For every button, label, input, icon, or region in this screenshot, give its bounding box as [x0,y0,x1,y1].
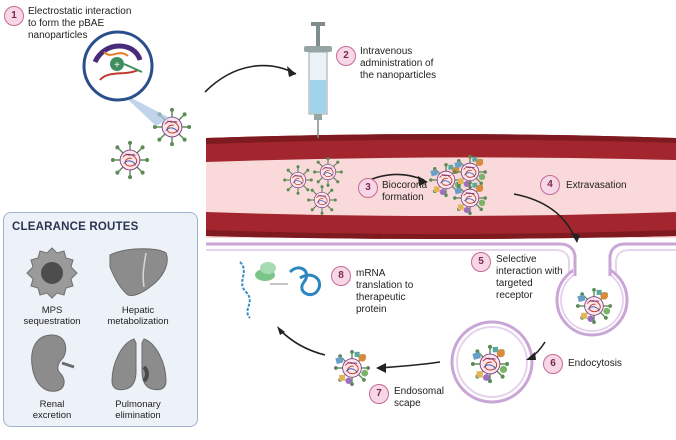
step-badge-5: 5 [471,252,491,272]
step-5-line: Selective [496,254,537,265]
step-label-7: Endosomal scape [394,386,444,410]
organ-label-line: excretion [32,410,72,421]
step-1-line: Electrostatic interaction [28,6,132,17]
step-8-line: protein [356,304,387,315]
kidney-icon [31,334,75,392]
step-2-line: the nanoparticles [360,70,437,81]
step-5-line: receptor [496,290,533,301]
step-8-line: translation to [356,280,414,291]
step-label-5: Selective interaction with targeted rece… [496,254,563,302]
step-badge-6: 6 [543,354,563,374]
mrna-translation [239,261,321,319]
organ-label-line: Hepatic [121,305,155,316]
organ-label-hepatic: Hepatic metabolization [98,305,178,327]
clearance-routes-title: CLEARANCE ROUTES [12,221,139,233]
step-3-line: Biocorona [382,180,428,191]
organ-label-line: MPS [41,305,63,316]
clearance-routes-panel: CLEARANCE ROUTES MPS sequestration Hepat… [3,212,198,427]
step-label-6: Endocytosis [568,358,622,370]
organ-label-renal: Renal excretion [12,399,92,421]
organ-label-line: elimination [115,410,161,421]
endosome [450,320,534,404]
step-4-line: Extravasation [566,180,627,191]
lungs-icon [111,338,167,391]
organ-label-pulmonary: Pulmonary elimination [98,399,178,421]
step-1-line: nanoparticles [28,30,88,41]
syringe [304,22,332,138]
step-label-4: Extravasation [566,180,627,192]
blood-vessel [206,134,676,239]
step-badge-4: 4 [540,175,560,195]
organ-label-line: Pulmonary [115,399,161,410]
step-2-line: administration of [360,58,434,69]
step-badge-8: 8 [331,266,351,286]
invagination-pocket [555,255,629,337]
liver-icon [109,248,168,296]
zoom-bubble: + [82,30,170,126]
step-3-line: formation [382,192,424,203]
organ-label-mps: MPS sequestration [12,305,92,327]
step-label-8: mRNA translation to therapeutic protein [356,268,413,316]
step-5-line: interaction with [496,266,563,277]
step-8-line: therapeutic [356,292,406,303]
organ-label-line: Renal [39,399,65,410]
step-7-line: Endosomal [394,386,445,397]
step-label-2: Intravenous administration of the nanopa… [360,46,436,82]
step-7-line: scape [394,398,421,409]
step-6-line: Endocytosis [568,358,622,369]
organ-label-line: sequestration [23,316,81,327]
step-badge-7: 7 [369,384,389,404]
step-badge-3: 3 [358,178,378,198]
svg-text:+: + [114,60,120,71]
step-label-1: Electrostatic interaction to form the pB… [28,6,131,42]
step-8-line: mRNA [356,268,386,279]
organ-label-line: metabolization [107,316,169,327]
escaped-nanoparticle [334,350,370,386]
step-badge-1: 1 [4,6,24,26]
step-5-line: targeted [496,278,533,289]
step-badge-2: 2 [336,46,356,66]
step-label-3: Biocorona formation [382,180,427,204]
step-2-line: Intravenous [360,46,413,57]
step-1-line: to form the pBAE [28,18,105,29]
spleen-cell-icon [26,247,78,299]
